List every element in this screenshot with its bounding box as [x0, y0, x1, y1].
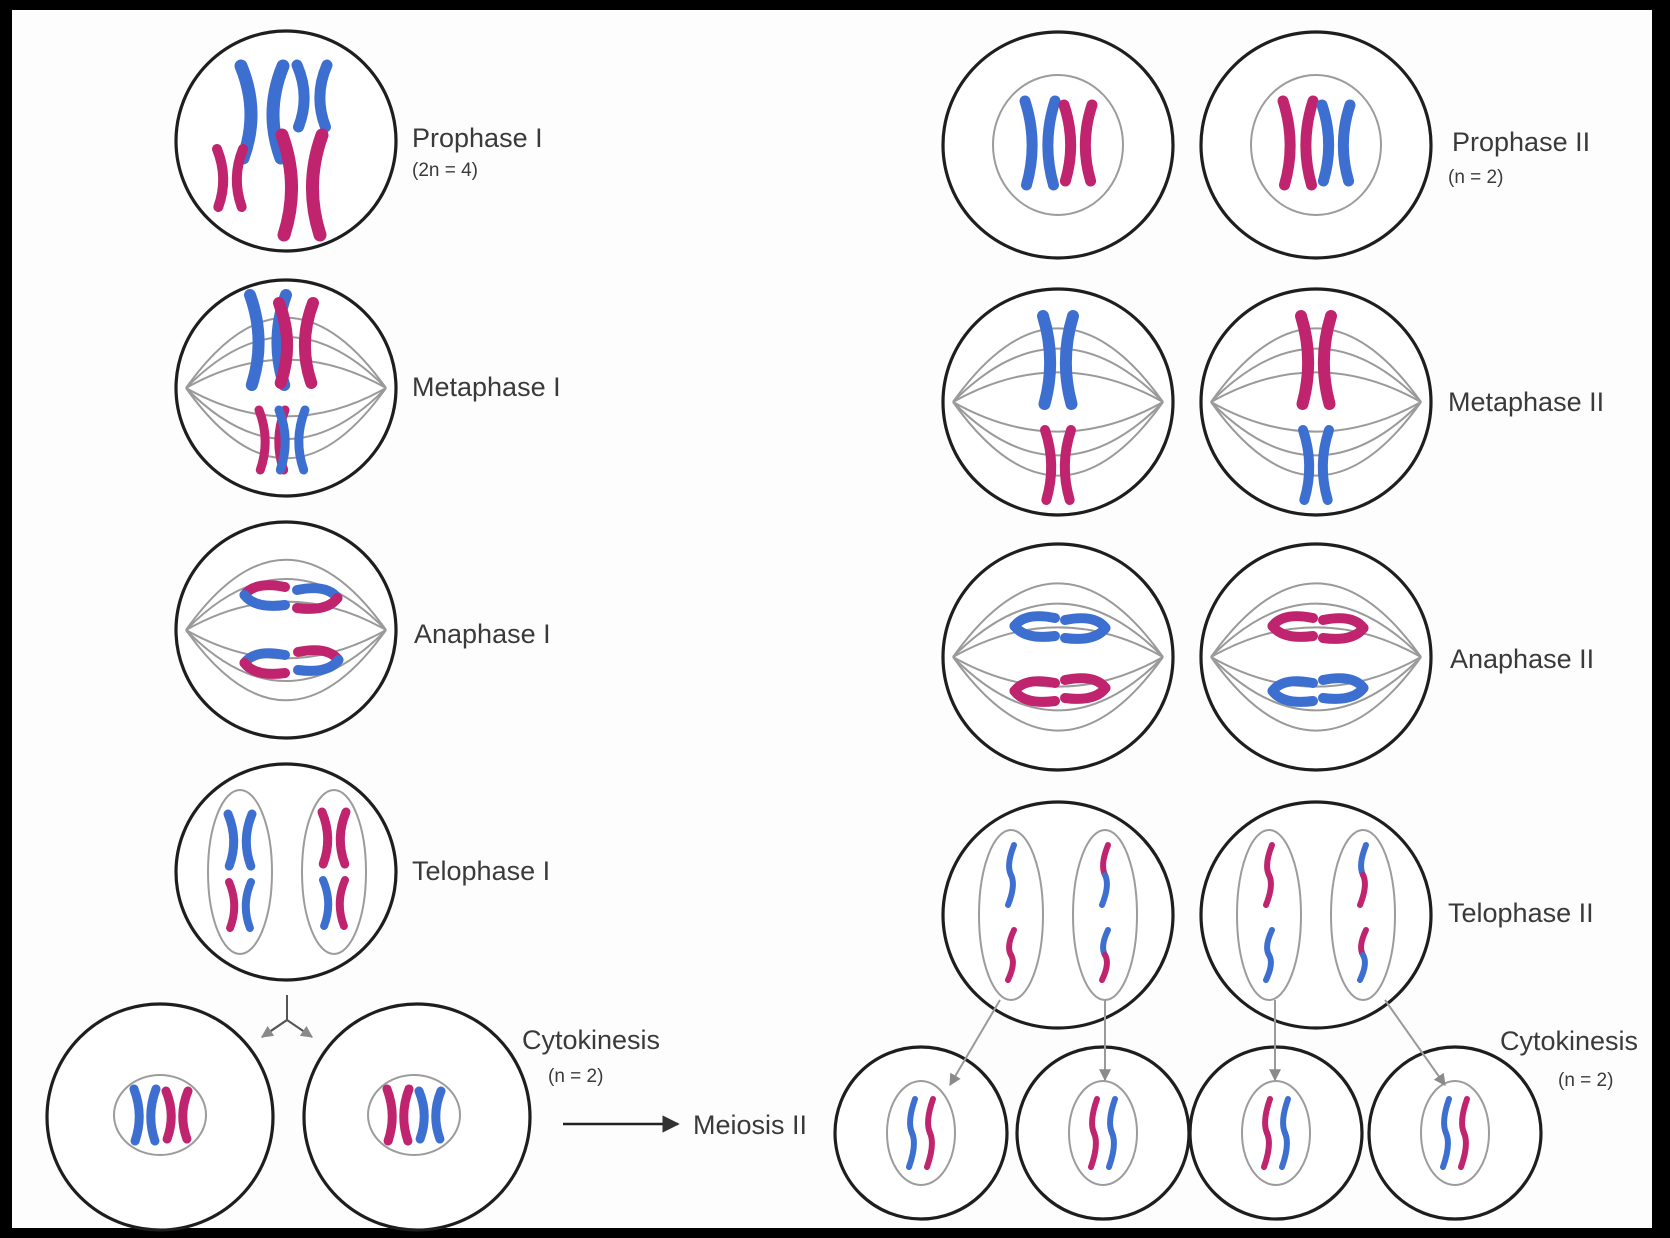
- chromatid: [387, 1089, 392, 1141]
- chromatid: [1443, 1099, 1449, 1167]
- cell-membrane: [1201, 802, 1431, 1028]
- label-prophase-ii-ploidy: (n = 2): [1448, 167, 1503, 188]
- cell-anaphase-ii: [943, 544, 1173, 770]
- cell-membrane: [176, 522, 396, 738]
- cell-membrane: [1201, 32, 1431, 258]
- cell-membrane: [1369, 1047, 1541, 1219]
- chromatid: [1264, 1099, 1270, 1167]
- chromatid: [1282, 1099, 1288, 1167]
- cell-cytokinesis-ii-2: [1017, 1047, 1189, 1219]
- cell-membrane: [1201, 289, 1431, 515]
- label-meiosis-ii: Meiosis II: [693, 1110, 807, 1140]
- cell-telophase-ii: [1201, 802, 1431, 1028]
- cell-prophase-ii: [943, 32, 1173, 258]
- chromatid: [404, 1089, 409, 1141]
- cell-metaphase-i: [176, 280, 396, 496]
- cell-membrane: [943, 544, 1173, 770]
- label-telophase-ii: Telophase II: [1448, 898, 1594, 928]
- label-prophase-i-ploidy: (2n = 4): [412, 160, 478, 181]
- chromatid: [1008, 930, 1014, 980]
- cell-membrane: [943, 32, 1173, 258]
- label-cytokinesis-ii-ploidy: (n = 2): [1558, 1070, 1613, 1091]
- label-metaphase-i: Metaphase I: [412, 372, 561, 402]
- cell-anaphase-ii: [1201, 544, 1431, 770]
- cell-metaphase-ii: [943, 289, 1173, 515]
- chromatid: [1102, 845, 1108, 905]
- cell-membrane: [943, 802, 1173, 1028]
- cell-drawings: [47, 31, 1541, 1230]
- label-prophase-i: Prophase I: [412, 123, 543, 153]
- label-cytokinesis-ii: Cytokinesis: [1500, 1026, 1638, 1056]
- chromatid: [1461, 1099, 1467, 1167]
- chromatid: [1360, 845, 1366, 905]
- chromatid: [1266, 930, 1272, 980]
- chromatid: [151, 1089, 156, 1141]
- cell-membrane: [835, 1047, 1007, 1219]
- cell-cytokinesis-i-left: [47, 1004, 273, 1230]
- label-cytokinesis-i-ploidy: (n = 2): [548, 1066, 603, 1087]
- chromatid: [436, 1091, 441, 1139]
- cell-membrane: [1201, 544, 1431, 770]
- chromatid: [1109, 1099, 1115, 1167]
- cell-membrane: [943, 289, 1173, 515]
- label-telophase-i: Telophase I: [412, 856, 550, 886]
- label-anaphase-i: Anaphase I: [414, 619, 551, 649]
- cell-cytokinesis-i-right: [304, 1004, 530, 1230]
- split-arrow-left: [262, 1020, 287, 1037]
- cell-anaphase-i: [176, 522, 396, 738]
- chromatid: [1266, 845, 1272, 905]
- label-cytokinesis-i: Cytokinesis: [522, 1025, 660, 1055]
- chromatid: [1360, 930, 1366, 980]
- chromatid: [927, 1099, 933, 1167]
- cell-membrane: [47, 1004, 273, 1230]
- chromatid: [1008, 845, 1014, 905]
- chromatid: [166, 1091, 171, 1139]
- cell-membrane: [1017, 1047, 1189, 1219]
- chromatid: [909, 1099, 915, 1167]
- chromatid: [419, 1091, 424, 1139]
- label-metaphase-ii: Metaphase II: [1448, 387, 1604, 417]
- cell-cytokinesis-ii-4: [1369, 1047, 1541, 1219]
- cell-prophase-i: [176, 31, 396, 251]
- chromatid: [1091, 1099, 1097, 1167]
- chromatid: [1102, 930, 1108, 980]
- cell-telophase-ii: [943, 802, 1173, 1028]
- cell-cytokinesis-ii-1: [835, 1047, 1007, 1219]
- cell-telophase-i: [176, 764, 396, 980]
- label-prophase-ii: Prophase II: [1452, 127, 1590, 157]
- cell-metaphase-ii: [1201, 289, 1431, 515]
- cell-prophase-ii: [1201, 32, 1431, 258]
- cell-membrane: [304, 1004, 530, 1230]
- label-anaphase-ii: Anaphase II: [1450, 644, 1594, 674]
- chromatid: [183, 1091, 188, 1139]
- chromatid: [134, 1089, 139, 1141]
